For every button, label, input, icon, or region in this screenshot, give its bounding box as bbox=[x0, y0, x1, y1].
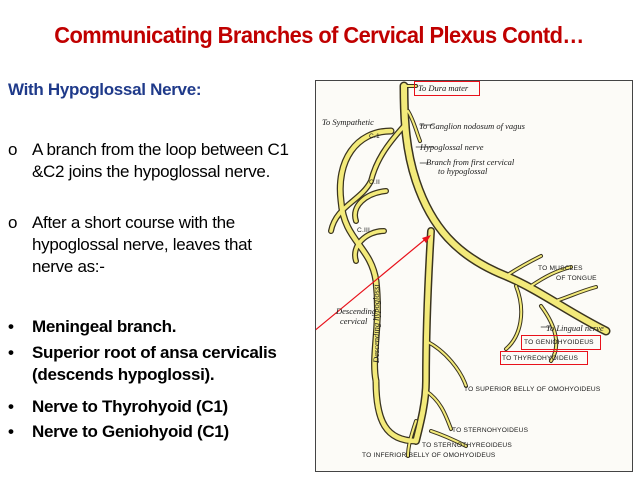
label-muscles-of-tongue-2: OF TONGUE bbox=[556, 275, 597, 282]
label-ganglion: To Ganglion nodosum of vagus bbox=[419, 121, 525, 131]
bullet-marker: • bbox=[8, 422, 14, 441]
nerve-illustration bbox=[316, 81, 611, 458]
bullet-text: Superior root of ansa cervicalis bbox=[32, 343, 277, 362]
nerve-diagram: To Dura mater To Sympathetic C.1 C.II C.… bbox=[315, 80, 633, 472]
label-omohyoideus-superior: TO SUPERIOR BELLY OF OMOHYOIDEUS bbox=[464, 386, 601, 393]
bullet-marker: o bbox=[8, 140, 18, 159]
bullet-marker: o bbox=[8, 213, 18, 232]
label-lingual-nerve: To Lingual nerve bbox=[546, 323, 604, 333]
label-descending-cervical: Descending bbox=[336, 306, 377, 316]
label-thyreohyoideus: TO THYREOHYOIDEUS bbox=[502, 355, 579, 362]
bullet-text: Meningeal branch. bbox=[32, 317, 177, 336]
bullet-marker: • bbox=[8, 317, 14, 336]
highlight-geniohyoideus bbox=[521, 335, 601, 350]
label-c3: C.III bbox=[357, 227, 371, 234]
label-muscles-of-tongue: TO MUSCLES bbox=[538, 265, 583, 272]
highlight-dura-mater bbox=[414, 81, 480, 96]
label-geniohyoideus: TO GENIOHYOIDEUS bbox=[524, 339, 594, 346]
label-sternohyoideus: TO STERNOHYOIDEUS bbox=[452, 427, 529, 434]
slide-title: Communicating Branches of Cervical Plexu… bbox=[54, 22, 584, 48]
bullet-text: Nerve to Geniohyoid (C1) bbox=[32, 422, 229, 441]
bullet-text: After a short course with the bbox=[32, 213, 235, 232]
label-sympathetic: To Sympathetic bbox=[322, 117, 374, 127]
nerve-fills bbox=[329, 83, 609, 457]
label-branch-first-cervical: Branch from first cervical bbox=[426, 157, 515, 167]
bullet-text: (descends hypoglossi). bbox=[32, 365, 215, 384]
label-sternothyreoideus: TO STERNOTHYREOIDEUS bbox=[422, 442, 512, 449]
bullet-text: &C2 joins the hypoglossal nerve. bbox=[32, 162, 270, 181]
bullet-text: nerve as:- bbox=[32, 257, 105, 276]
label-descending-hypoglossi: Descending hypoglossi bbox=[371, 284, 381, 363]
bullet-text: A branch from the loop between C1 bbox=[32, 140, 289, 159]
bullet-text: Nerve to Thyrohyoid (C1) bbox=[32, 397, 228, 416]
bullet-marker: • bbox=[8, 343, 14, 362]
bullet-marker: • bbox=[8, 397, 14, 416]
leader-lines bbox=[415, 124, 552, 328]
section-subtitle: With Hypoglossal Nerve: bbox=[8, 80, 202, 99]
label-c2: C.II bbox=[369, 179, 381, 186]
bullet-text: hypoglossal nerve, leaves that bbox=[32, 235, 252, 254]
label-dura-mater: To Dura mater bbox=[418, 83, 469, 93]
label-branch-to-hypoglossal: to hypoglossal bbox=[438, 166, 488, 176]
red-pointer-arrow bbox=[316, 235, 431, 331]
label-omohyoideus-inferior: TO INFERIOR BELLY OF OMOHYOIDEUS bbox=[362, 452, 496, 459]
highlight-thyreohyoideus bbox=[500, 351, 588, 365]
label-c1: C.1 bbox=[369, 133, 380, 140]
label-descending-cervical-2: cervical bbox=[340, 316, 368, 326]
label-hypoglossal-nerve: Hypoglossal nerve bbox=[420, 142, 484, 152]
